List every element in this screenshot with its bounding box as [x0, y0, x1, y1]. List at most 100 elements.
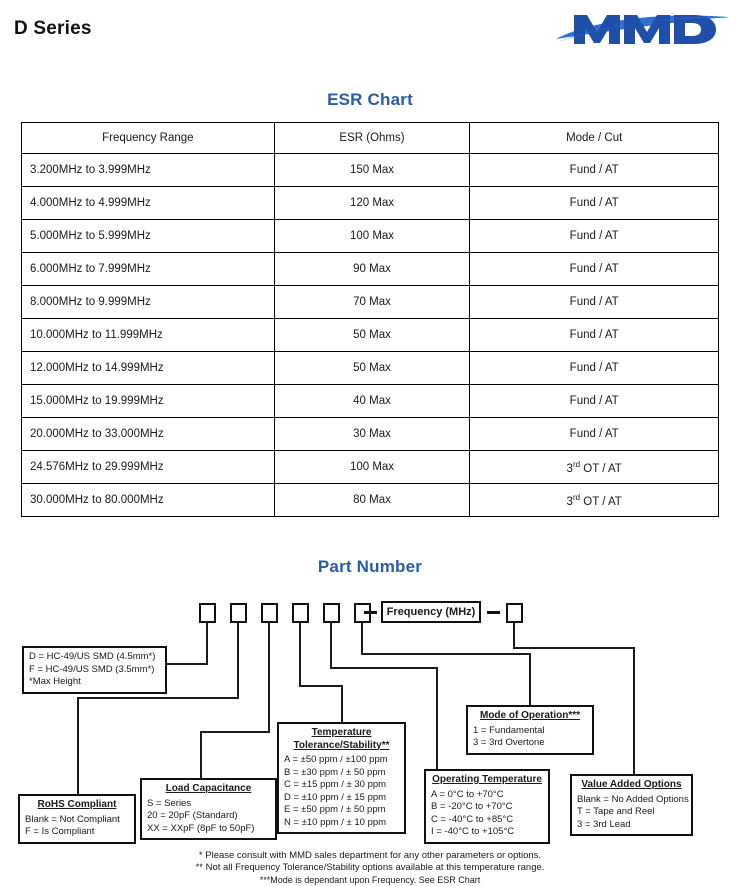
legend-temp-row-5: N = ±10 ppm / ± 10 ppm — [284, 816, 387, 828]
cell-mode-cut: Fund / AT — [469, 318, 719, 352]
cell-frequency-range: 20.000MHz to 33.000MHz — [21, 417, 275, 451]
legend-optemp-row-1: B = -20°C to +70°C — [431, 801, 513, 812]
legend-mode-row-0: 1 = Fundamental — [473, 724, 545, 736]
cell-mode-cut: 3rd OT / AT — [469, 483, 719, 517]
legend-optemp-row-3: I = -40°C to +105°C — [431, 826, 515, 837]
legend-value-row-1: T = Tape and Reel — [577, 806, 655, 817]
legend-package-row-2: *Max Height — [29, 676, 81, 687]
part-number-heading: Part Number — [317, 557, 423, 576]
legend-load-capacitance: Load Capacitance S = Series 20 = 20pF (S… — [140, 778, 277, 840]
legend-mode-of-operation: Mode of Operation*** 1 = Fundamental 3 =… — [466, 705, 594, 755]
cell-mode-cut: Fund / AT — [469, 153, 719, 187]
cell-frequency-range: 5.000MHz to 5.999MHz — [21, 219, 275, 253]
cell-esr: 50 Max — [273, 351, 471, 385]
legend-rohs-compliant: RoHS Compliant Blank = Not Compliant F =… — [18, 794, 136, 844]
separator-dash-left — [364, 611, 377, 614]
legend-load-row-1: 20 = 20pF (Standard) — [147, 810, 238, 821]
cell-mode-cut: Fund / AT — [469, 186, 719, 220]
legend-temp-row-2: C = ±15 ppm / ± 30 ppm — [284, 779, 387, 790]
legend-temp-row-1: B = ±30 ppm / ± 50 ppm — [284, 766, 386, 778]
cell-mode-cut: 3rd OT / AT — [469, 450, 719, 484]
cell-esr: 70 Max — [273, 285, 471, 319]
page-title: D Series — [14, 18, 92, 39]
cell-esr: 120 Max — [273, 186, 471, 220]
cell-mode-cut: Fund / AT — [469, 285, 719, 319]
legend-temperature-tolerance: Temperature Tolerance/Stability** A = ±5… — [277, 722, 406, 834]
cell-esr: 100 Max — [273, 219, 471, 253]
legend-temp-row-0: A = ±50 ppm / ±100 ppm — [284, 754, 388, 765]
esr-table: Frequency Range ESR (Ohms) Mode / Cut 3.… — [21, 122, 719, 517]
frequency-field[interactable]: Frequency (MHz) — [381, 601, 481, 623]
cell-esr: 40 Max — [273, 384, 471, 418]
code-box-value-added-options[interactable] — [506, 603, 523, 623]
cell-frequency-range: 3.200MHz to 3.999MHz — [21, 153, 275, 187]
column-header-frequency-range: Frequency Range — [21, 122, 275, 154]
cell-esr: 50 Max — [273, 318, 471, 352]
legend-load-row-0: S = Series — [147, 797, 192, 809]
legend-optemp-row-2: C = -40°C to +85°C — [431, 813, 514, 825]
cell-frequency-range: 6.000MHz to 7.999MHz — [21, 252, 275, 286]
legend-load-title: Load Capacitance — [165, 783, 252, 794]
column-header-esr: ESR (Ohms) — [273, 122, 471, 154]
cell-mode-cut: Fund / AT — [469, 252, 719, 286]
legend-package-row-0: D = HC-49/US SMD (4.5mm*) — [29, 651, 156, 662]
code-box-load-capacitance[interactable] — [261, 603, 278, 623]
cell-frequency-range: 12.000MHz to 14.999MHz — [21, 351, 275, 385]
code-box-temperature-tolerance[interactable] — [292, 603, 309, 623]
cell-esr: 100 Max — [273, 450, 471, 484]
cell-esr: 90 Max — [273, 252, 471, 286]
legend-rohs-row-0: Blank = Not Compliant — [25, 813, 120, 825]
code-box-package[interactable] — [199, 603, 216, 623]
legend-temp-title-line1: Temperature — [311, 727, 372, 738]
cell-esr: 80 Max — [273, 483, 471, 517]
legend-value-added-options: Value Added Options Blank = No Added Opt… — [570, 774, 693, 836]
legend-temp-title-line2: Tolerance/Stability** — [293, 739, 390, 751]
part-number-diagram: Frequency (MHz) D = HC-49/US SMD (4.5mm*… — [0, 585, 740, 886]
cell-frequency-range: 24.576MHz to 29.999MHz — [21, 450, 275, 484]
legend-value-row-2: 3 = 3rd Lead — [577, 818, 631, 830]
cell-frequency-range: 8.000MHz to 9.999MHz — [21, 285, 275, 319]
legend-mode-row-1: 3 = 3rd Overtone — [473, 737, 545, 748]
cell-frequency-range: 4.000MHz to 4.999MHz — [21, 186, 275, 220]
cell-frequency-range: 15.000MHz to 19.999MHz — [21, 384, 275, 418]
legend-load-row-2: XX = XXpF (8pF to 50pF) — [147, 822, 255, 834]
legend-temp-row-4: E = ±50 ppm / ± 50 ppm — [284, 804, 386, 815]
mmd-logo — [556, 15, 730, 44]
code-box-rohs[interactable] — [230, 603, 247, 623]
footnote-3: ***Mode is dependant upon Frequency. See… — [259, 875, 481, 885]
legend-optemp-title: Operating Temperature — [432, 774, 542, 785]
separator-dash-right — [487, 611, 500, 614]
cell-mode-cut: Fund / AT — [469, 219, 719, 253]
legend-rohs-row-1: F = Is Compliant — [25, 826, 95, 837]
legend-operating-temperature: Operating Temperature A = 0°C to +70°C B… — [424, 769, 550, 844]
cell-frequency-range: 30.000MHz to 80.000MHz — [21, 483, 275, 517]
legend-value-title: Value Added Options — [581, 779, 682, 790]
legend-rohs-title: RoHS Compliant — [37, 799, 117, 810]
legend-mode-title: Mode of Operation*** — [479, 710, 580, 721]
column-header-mode-cut: Mode / Cut — [469, 122, 719, 154]
cell-esr: 150 Max — [273, 153, 471, 187]
code-box-operating-temperature[interactable] — [323, 603, 340, 623]
cell-mode-cut: Fund / AT — [469, 351, 719, 385]
legend-temp-row-3: D = ±10 ppm / ± 15 ppm — [284, 791, 387, 803]
cell-mode-cut: Fund / AT — [469, 417, 719, 451]
table-header-row: Frequency Range ESR (Ohms) Mode / Cut — [21, 122, 719, 154]
footnotes: * Please consult with MMD sales departme… — [0, 850, 740, 886]
legend-package-row-1: F = HC-49/US SMD (3.5mm*) — [29, 663, 155, 675]
cell-frequency-range: 10.000MHz to 11.999MHz — [21, 318, 275, 352]
legend-package: D = HC-49/US SMD (4.5mm*) F = HC-49/US S… — [22, 646, 167, 694]
footnote-2: ** Not all Frequency Tolerance/Stability… — [195, 862, 545, 873]
cell-esr: 30 Max — [273, 417, 471, 451]
footnote-1: * Please consult with MMD sales departme… — [198, 850, 542, 861]
